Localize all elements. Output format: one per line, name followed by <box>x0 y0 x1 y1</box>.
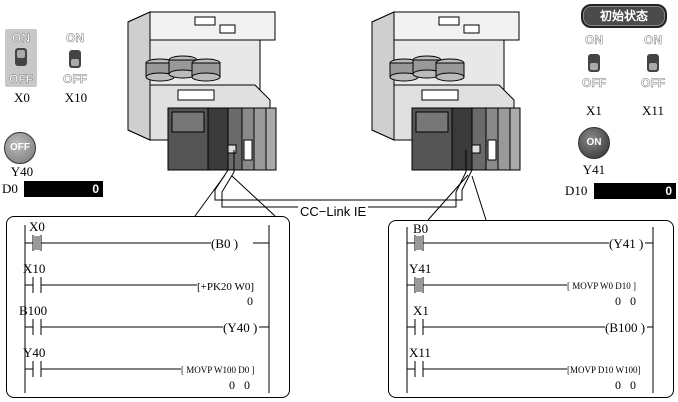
contact-label: X0 <box>29 219 45 234</box>
plc-workstation-left-icon <box>127 11 277 171</box>
switch-label: X1 <box>586 103 602 118</box>
switch-label: X10 <box>64 90 88 105</box>
switch-label: X11 <box>642 103 664 118</box>
svg-text:ON: ON <box>66 31 84 45</box>
switch-label: X0 <box>14 90 30 105</box>
toggle-switch-icon: ON OFF <box>582 33 607 91</box>
contact-label: Y41 <box>409 261 431 276</box>
instruction-values: 0 0 <box>615 294 636 308</box>
ladder-panel-left: X0 (B0 ) X10 [+PK20 W0] 0 B100 (Y40 ) Y4… <box>6 216 290 398</box>
coil-instruction: (B100 ) <box>605 320 645 335</box>
instruction-values: 0 0 <box>229 378 250 392</box>
toggle-switch-icon: ON OFF <box>63 31 88 87</box>
contact-label: B0 <box>413 221 428 236</box>
coil-instruction: (Y41 ) <box>609 236 643 251</box>
svg-text:ON: ON <box>12 31 30 45</box>
svg-text:OFF: OFF <box>63 72 87 86</box>
instruction-box: [ MOVP W100 D0 ] <box>181 365 255 375</box>
contact-active-marker <box>415 236 423 250</box>
svg-text:OFF: OFF <box>9 72 33 86</box>
contact-label: X11 <box>409 345 431 360</box>
ladder-diagram-right: B0 (Y41 ) Y41 [ MOVP W0 D10 ] 0 0 X1 (B1… <box>406 221 654 393</box>
switch-x1[interactable]: ON OFF <box>577 30 611 91</box>
lamp-label: Y41 <box>582 162 606 177</box>
readout-label: D10 <box>565 183 588 198</box>
contact-active-marker <box>33 236 41 250</box>
switch-x0[interactable]: ON OFF <box>4 28 38 88</box>
initial-state-button[interactable]: 初始状态 <box>581 4 667 28</box>
network-label: CC−Link IE <box>298 204 369 219</box>
readout-d0: 0 <box>24 181 103 197</box>
ladder-diagram-left: X0 (B0 ) X10 [+PK20 W0] 0 B100 (Y40 ) Y4… <box>19 219 270 393</box>
contact-label: Y40 <box>23 345 45 360</box>
svg-text:OFF: OFF <box>582 76 606 90</box>
coil-instruction: (Y40 ) <box>223 320 257 335</box>
plc-workstation-right-icon <box>371 11 521 171</box>
instruction-box: [ MOVP W0 D10 ] <box>567 281 636 291</box>
contact-active-marker <box>415 278 423 292</box>
toggle-switch-icon: ON OFF <box>5 29 37 87</box>
lamp-label: Y40 <box>10 164 34 179</box>
instruction-values: 0 0 <box>615 378 636 392</box>
readout-label: D0 <box>2 181 18 196</box>
ladder-panel-right: B0 (Y41 ) Y41 [ MOVP W0 D10 ] 0 0 X1 (B1… <box>388 220 674 398</box>
svg-text:ON: ON <box>585 33 603 47</box>
switch-x11[interactable]: ON OFF <box>636 30 670 91</box>
contact-label: X1 <box>413 303 429 318</box>
readout-d10: 0 <box>594 183 676 199</box>
toggle-switch-icon: ON OFF <box>641 33 666 91</box>
svg-text:OFF: OFF <box>641 76 665 90</box>
contact-label: B100 <box>19 303 47 318</box>
instruction-values: 0 <box>247 294 253 308</box>
lamp-y40: OFF <box>4 132 36 164</box>
contact-label: X10 <box>23 261 45 276</box>
instruction-box: [+PK20 W0] <box>197 281 254 293</box>
svg-text:ON: ON <box>644 33 662 47</box>
coil-instruction: (B0 ) <box>211 236 238 251</box>
switch-x10[interactable]: ON OFF <box>58 28 92 88</box>
instruction-box: [MOVP D10 W100] <box>567 365 641 375</box>
lamp-y41: ON <box>578 127 610 159</box>
